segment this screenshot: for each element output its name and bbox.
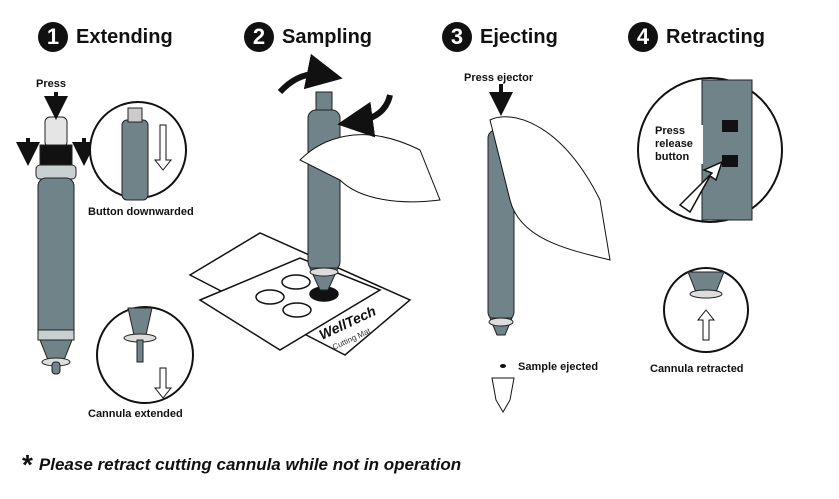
label-cannula-retracted: Cannula retracted [650, 363, 744, 375]
detail-circle-cannula-retracted [663, 267, 749, 353]
footer-text: Please retract cutting cannula while not… [38, 455, 462, 474]
step-number: 1 [38, 22, 68, 52]
step-title: Ejecting [480, 25, 558, 48]
step-title: Retracting [666, 25, 765, 48]
pen-sampling [307, 91, 341, 291]
label-cannula-extended: Cannula extended [88, 408, 183, 420]
rotate-arrow-icon [337, 94, 393, 138]
label-press-ejector: Press ejector [464, 72, 534, 84]
asterisk-icon: * [22, 449, 33, 480]
down-arrow-icons [16, 92, 96, 166]
detail-circle-release [637, 77, 783, 223]
step-number: 4 [628, 22, 658, 52]
label-press: Press [36, 78, 66, 90]
label-press-release-button: Press release button [655, 125, 703, 164]
label-button-downwarded: Button downwarded [88, 206, 194, 218]
step-3-heading: 3 Ejecting [442, 22, 558, 52]
pen-extending [35, 116, 77, 375]
sample-dot [500, 364, 506, 368]
hand [299, 134, 441, 203]
hand [489, 116, 611, 261]
step-2-heading: 2 Sampling [244, 22, 372, 52]
step-title: Sampling [282, 25, 373, 48]
step-title: Extending [76, 25, 173, 48]
cutting-mat [188, 232, 412, 356]
footer-note: * Please retract cutting cannula while n… [22, 449, 462, 480]
detail-circle-button [89, 101, 187, 201]
detail-circle-cannula-extended [96, 306, 194, 404]
step-number: 2 [244, 22, 274, 52]
sample-tube [491, 377, 515, 413]
rotate-arrow-icon [277, 53, 343, 95]
step-1-heading: 1 Extending [38, 22, 173, 52]
step-4-heading: 4 Retracting [628, 22, 765, 52]
step-number: 3 [442, 22, 472, 52]
label-sample-ejected: Sample ejected [518, 361, 599, 373]
